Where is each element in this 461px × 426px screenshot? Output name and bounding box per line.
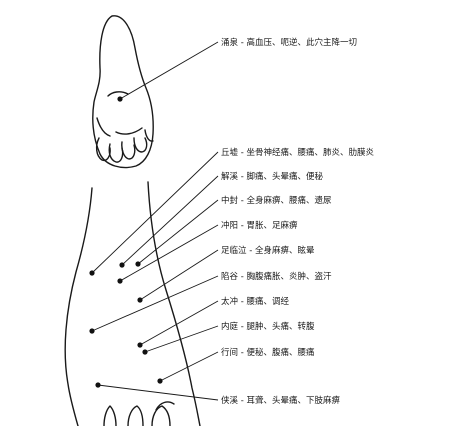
point-separator: - [247, 246, 255, 256]
point-dot-xiaxi [95, 382, 101, 388]
point-dot-zulinqi [137, 297, 143, 303]
point-separator: - [238, 196, 246, 206]
leader-line-qiuxu [91, 151, 219, 274]
sole-arch-crease [107, 91, 129, 97]
point-effect: 耳聋、头晕痛、下肢麻痹 [247, 395, 341, 406]
point-name: 足临泣 [221, 245, 247, 256]
point-label-taichong: 太冲 - 腰痛、调经 [221, 296, 290, 307]
point-dot-chongyang [117, 278, 123, 284]
point-separator: - [238, 221, 246, 231]
dorsum-toe-gaps [103, 405, 171, 426]
point-name: 中封 [221, 195, 239, 206]
point-separator: - [238, 396, 246, 406]
point-separator: - [238, 272, 246, 282]
point-name: 太冲 [221, 296, 238, 307]
point-name: 解溪 [221, 171, 239, 182]
point-label-zulinqi: 足临泣 - 全身麻痹、眩晕 [221, 245, 315, 256]
point-label-xiaxi: 侠溪 - 耳聋、头晕痛、下肢麻痹 [221, 395, 341, 406]
point-label-yongquan: 涌泉 - 高血压、呃逆、此穴主降一切 [221, 37, 357, 48]
dorsum-outline-left [64, 187, 93, 426]
sole-toe-4 [133, 137, 148, 153]
point-dot-zhongfeng [135, 261, 141, 267]
leader-line-xiangu [91, 275, 219, 332]
point-name: 陷谷 [221, 271, 239, 282]
point-effect: 腿肿、头痛、转腹 [247, 321, 316, 332]
point-name: 涌泉 [221, 37, 239, 48]
point-name: 侠溪 [221, 395, 239, 406]
leader-line-neiting [144, 325, 219, 353]
point-dot-yongquan [117, 96, 123, 102]
point-separator: - [238, 348, 246, 358]
leader-line-taichong [139, 300, 219, 346]
point-name: 内庭 [221, 321, 239, 332]
point-effect: 高血压、呃逆、此穴主降一切 [247, 37, 358, 48]
acupoint-dots [89, 96, 163, 388]
point-dot-xiangu [89, 328, 95, 334]
sole-toe-3 [121, 141, 136, 160]
leader-line-chongyang [119, 224, 219, 282]
point-dot-xingjian [157, 378, 163, 384]
point-label-chongyang: 冲阳 - 胃胀、足麻痹 [221, 220, 298, 231]
point-effect: 全身麻痹、腰痛、遗尿 [247, 195, 333, 206]
sole-illustration [92, 15, 154, 169]
leader-line-yongquan [119, 41, 219, 100]
leader-line-jiexi [121, 175, 219, 266]
point-effect: 脚痛、头晕痛、便秘 [247, 171, 324, 182]
point-name: 冲阳 [221, 220, 238, 231]
acupoint-labels: 涌泉 - 高血压、呃逆、此穴主降一切 丘墟 - 坐骨神经痛、腰痛、肺炎、肋膜炎 … [221, 37, 375, 406]
point-name: 行间 [221, 347, 238, 358]
point-separator: - [238, 322, 246, 332]
sole-toe-2 [108, 143, 124, 163]
leader-lines [91, 41, 219, 401]
point-effect: 胃胀、足麻痹 [247, 220, 299, 231]
sole-toe-5 [144, 129, 154, 142]
point-dot-jiexi [119, 262, 125, 268]
sole-outline [92, 15, 154, 169]
dorsum-outline-right [147, 181, 201, 426]
point-dot-qiuxu [89, 270, 95, 276]
point-name: 丘墟 [221, 147, 239, 158]
leader-line-zhongfeng [137, 199, 219, 265]
point-label-jiexi: 解溪 - 脚痛、头晕痛、便秘 [221, 171, 324, 182]
point-separator: - [238, 148, 246, 158]
point-label-xingjian: 行间 - 便秘、腹痛、腰痛 [221, 347, 315, 358]
point-effect: 坐骨神经痛、腰痛、肺炎、肋膜炎 [247, 147, 375, 158]
dorsum-ankle-mark [155, 401, 175, 411]
leader-line-xingjian [159, 351, 219, 382]
point-label-qiuxu: 丘墟 - 坐骨神经痛、腰痛、肺炎、肋膜炎 [221, 147, 375, 158]
sole-ball-crease [96, 117, 143, 137]
point-dot-taichong [137, 342, 143, 348]
point-effect: 腰痛、调经 [247, 296, 290, 307]
point-label-neiting: 内庭 - 腿肿、头痛、转腹 [221, 321, 315, 332]
leader-line-xiaxi [97, 384, 219, 401]
point-effect: 全身麻痹、眩晕 [255, 245, 315, 256]
point-label-xiangu: 陷谷 - 胸腹痛胀、炎肿、盗汗 [221, 271, 332, 282]
point-separator: - [238, 297, 246, 307]
leader-line-zulinqi [139, 249, 219, 301]
point-separator: - [238, 172, 246, 182]
dorsum-illustration [64, 181, 201, 426]
point-effect: 便秘、腹痛、腰痛 [247, 347, 316, 358]
point-dot-neiting [142, 349, 148, 355]
point-label-zhongfeng: 中封 - 全身麻痹、腰痛、遗尿 [221, 195, 332, 206]
point-separator: - [238, 38, 246, 48]
point-effect: 胸腹痛胀、炎肿、盗汗 [247, 271, 333, 282]
